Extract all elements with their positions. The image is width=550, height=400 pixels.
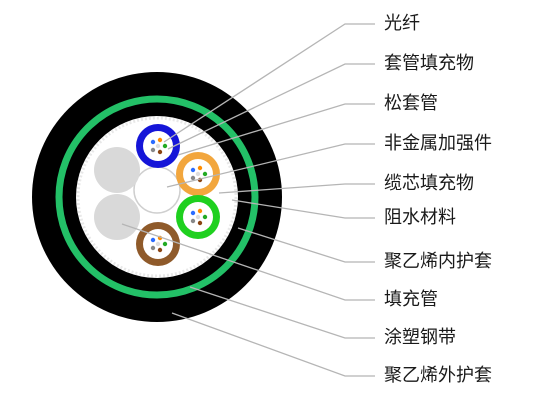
- leader-line-core-filler: [218, 183, 375, 194]
- loose-tube-blue: [136, 124, 180, 168]
- label-pe-outer-sheath: 聚乙烯外护套: [384, 365, 492, 386]
- label-nonmetal-strength-member: 非金属加强件: [384, 133, 492, 154]
- leader-line-steel-tape: [189, 286, 375, 339]
- steel-tape-ring: [55, 95, 259, 299]
- leader-line-inner-sheath: [237, 227, 375, 263]
- filler-rod: [94, 147, 140, 193]
- leader-line-tube-filler: [167, 63, 375, 150]
- loose-tube-brown: [136, 222, 180, 266]
- loose-tube-green: [176, 195, 220, 239]
- water-blocking-ring: [76, 116, 238, 278]
- label-pe-inner-sheath: 聚乙烯内护套: [384, 251, 492, 272]
- strength-member: [133, 166, 181, 214]
- leader-line-filler-rod: [121, 223, 375, 301]
- label-coated-steel-tape: 涂塑钢带: [384, 327, 456, 348]
- label-water-blocking-material: 阻水材料: [384, 207, 456, 228]
- label-loose-tube: 松套管: [384, 93, 438, 114]
- leader-line-water-blocking: [231, 199, 375, 219]
- leader-line-outer-sheath: [171, 312, 375, 377]
- label-optical-fiber: 光纤: [384, 13, 420, 34]
- leader-lines: [121, 23, 375, 377]
- label-filler-rod: 填充管: [384, 289, 438, 310]
- leader-line-strength-member: [166, 143, 375, 188]
- loose-tube-orange: [176, 152, 220, 196]
- label-cable-core-filler: 缆芯填充物: [384, 173, 474, 194]
- leader-line-optical-fiber: [163, 23, 375, 143]
- leader-line-loose-tube: [177, 103, 375, 156]
- label-tube-filler: 套管填充物: [384, 53, 474, 74]
- filler-rod: [94, 194, 140, 240]
